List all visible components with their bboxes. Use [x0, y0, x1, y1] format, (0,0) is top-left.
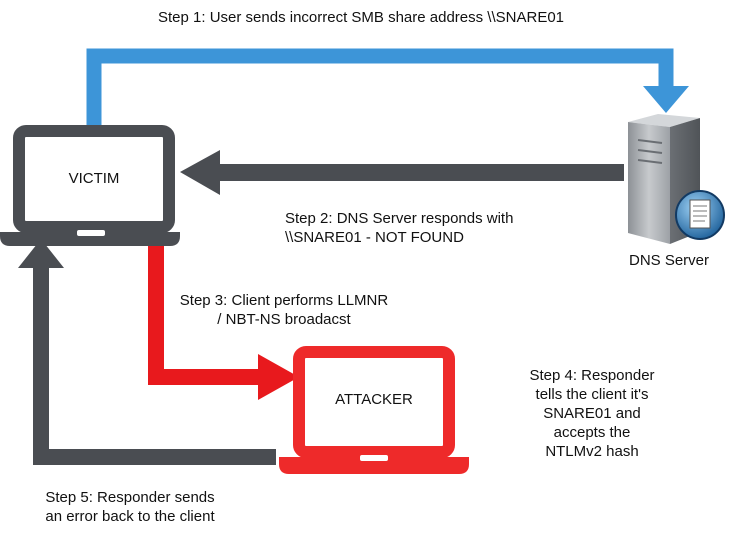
- victim-label: VICTIM: [68, 170, 120, 187]
- victim-laptop-icon: [0, 125, 180, 246]
- dns-server-icon: [628, 114, 725, 244]
- step2-label: Step 2: DNS Server responds with \\SNARE…: [285, 210, 514, 246]
- attacker-laptop-icon: [279, 346, 469, 474]
- step4-label: Step 4: Responder tells the client it's …: [529, 367, 655, 460]
- attacker-label: ATTACKER: [335, 391, 413, 408]
- step2-arrow: [180, 150, 624, 195]
- step3-arrow: [148, 238, 299, 400]
- step3-label: Step 3: Client performs LLMNR / NBT-NS b…: [179, 292, 389, 328]
- step1-arrow: [86, 48, 689, 129]
- dns-server-label: DNS Server: [628, 252, 710, 269]
- step5-label: Step 5: Responder sends an error back to…: [45, 489, 215, 525]
- step5-arrow: [18, 239, 276, 465]
- step1-label: Step 1: User sends incorrect SMB share a…: [158, 9, 565, 26]
